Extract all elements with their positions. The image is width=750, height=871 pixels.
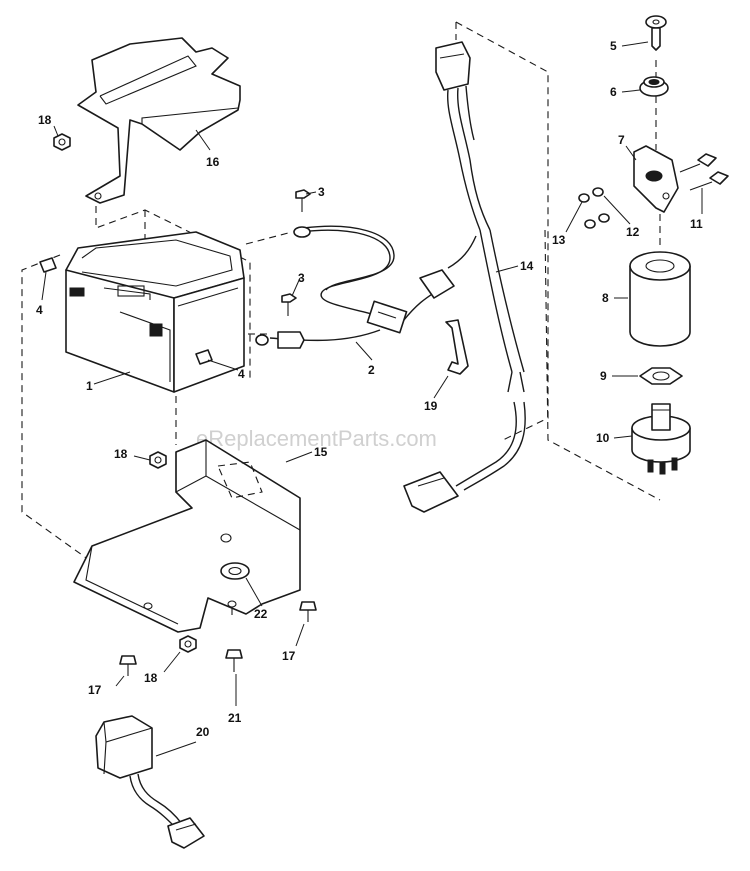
callout-3-lower: 3 <box>298 271 305 285</box>
screws <box>119 601 317 676</box>
callout-7: 7 <box>618 133 625 147</box>
battery-bolts <box>281 189 311 316</box>
callout-4-left: 4 <box>36 303 43 317</box>
battery-tray <box>73 439 301 633</box>
callout-8: 8 <box>602 291 609 305</box>
callout-18-bottom: 18 <box>144 671 158 685</box>
callout-17-left: 17 <box>88 683 102 697</box>
callout-2: 2 <box>368 363 375 377</box>
callout-6: 6 <box>610 85 617 99</box>
battery-hold-down-bracket <box>77 37 241 204</box>
callout-leaders <box>41 41 703 757</box>
callout-1: 1 <box>86 379 93 393</box>
callout-20: 20 <box>196 725 210 739</box>
tray-washer <box>220 562 250 580</box>
callout-11: 11 <box>690 217 703 231</box>
battery <box>65 231 245 393</box>
switch-hex-nut <box>639 367 683 385</box>
callout-13: 13 <box>552 233 566 247</box>
callout-10: 10 <box>596 431 610 445</box>
small-washers-nuts <box>578 187 610 229</box>
callout-16: 16 <box>206 155 220 169</box>
callout-15: 15 <box>314 445 328 459</box>
switch-nut-cap <box>639 76 669 97</box>
ignition-switch <box>631 403 691 475</box>
callout-12: 12 <box>626 225 640 239</box>
callout-17-right: 17 <box>282 649 296 663</box>
battery-pads <box>39 257 213 365</box>
switch-bracket <box>633 145 679 213</box>
callout-14: 14 <box>520 259 534 273</box>
callout-21: 21 <box>228 711 242 725</box>
regulator <box>95 715 205 849</box>
switch-sleeve <box>629 251 691 347</box>
callout-9: 9 <box>600 369 607 383</box>
hex-nuts <box>53 133 197 653</box>
watermark-text: eReplacementParts.com <box>196 426 437 451</box>
callout-5: 5 <box>610 39 617 53</box>
battery-cable <box>255 225 455 349</box>
callout-22: 22 <box>254 607 268 621</box>
callout-19: 19 <box>424 399 438 413</box>
harness-clip <box>445 319 469 375</box>
callout-numbers: 1 2 3 3 4 4 5 6 7 8 9 10 11 12 13 14 15 … <box>36 39 703 739</box>
wiring-harness <box>403 41 526 513</box>
callout-18-middle: 18 <box>114 447 128 461</box>
callout-4-right: 4 <box>238 367 245 381</box>
callout-3-upper: 3 <box>318 185 325 199</box>
callout-18-top: 18 <box>38 113 52 127</box>
ignition-key <box>645 15 667 51</box>
switch-screws <box>679 153 729 191</box>
